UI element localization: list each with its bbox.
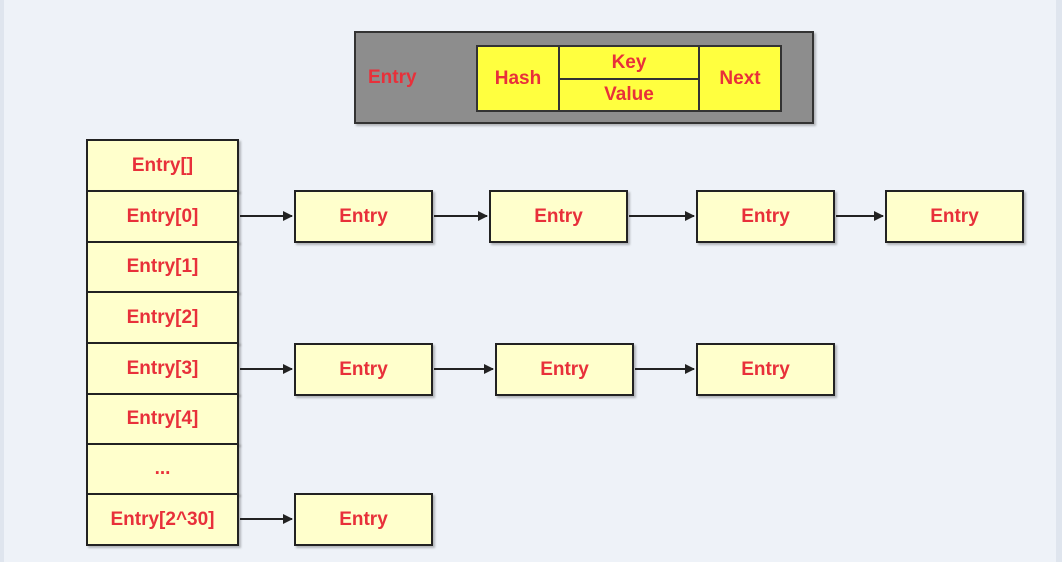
array-header: Entry[] xyxy=(86,139,239,192)
array-slot: Entry[2^30] xyxy=(86,493,239,546)
array-slot: Entry[1] xyxy=(86,241,239,293)
chain-entry: Entry xyxy=(696,343,835,396)
legend-value-cell: Value xyxy=(558,78,700,112)
chain-entry: Entry xyxy=(294,190,433,243)
legend-next-cell: Next xyxy=(698,45,782,112)
array-slot: ... xyxy=(86,443,239,495)
chain-entry: Entry xyxy=(294,493,433,546)
legend-label: Entry xyxy=(368,67,417,88)
entry-legend: Entry Hash Key Value Next xyxy=(354,31,814,124)
right-edge xyxy=(1056,0,1062,562)
array-slot: Entry[4] xyxy=(86,393,239,445)
array-slot: Entry[2] xyxy=(86,291,239,344)
chain-entry: Entry xyxy=(489,190,628,243)
left-edge xyxy=(0,0,4,562)
chain-entry: Entry xyxy=(495,343,634,396)
array-slot: Entry[3] xyxy=(86,342,239,395)
chain-entry: Entry xyxy=(696,190,835,243)
chain-entry: Entry xyxy=(885,190,1024,243)
chain-entry: Entry xyxy=(294,343,433,396)
array-slot: Entry[0] xyxy=(86,190,239,243)
